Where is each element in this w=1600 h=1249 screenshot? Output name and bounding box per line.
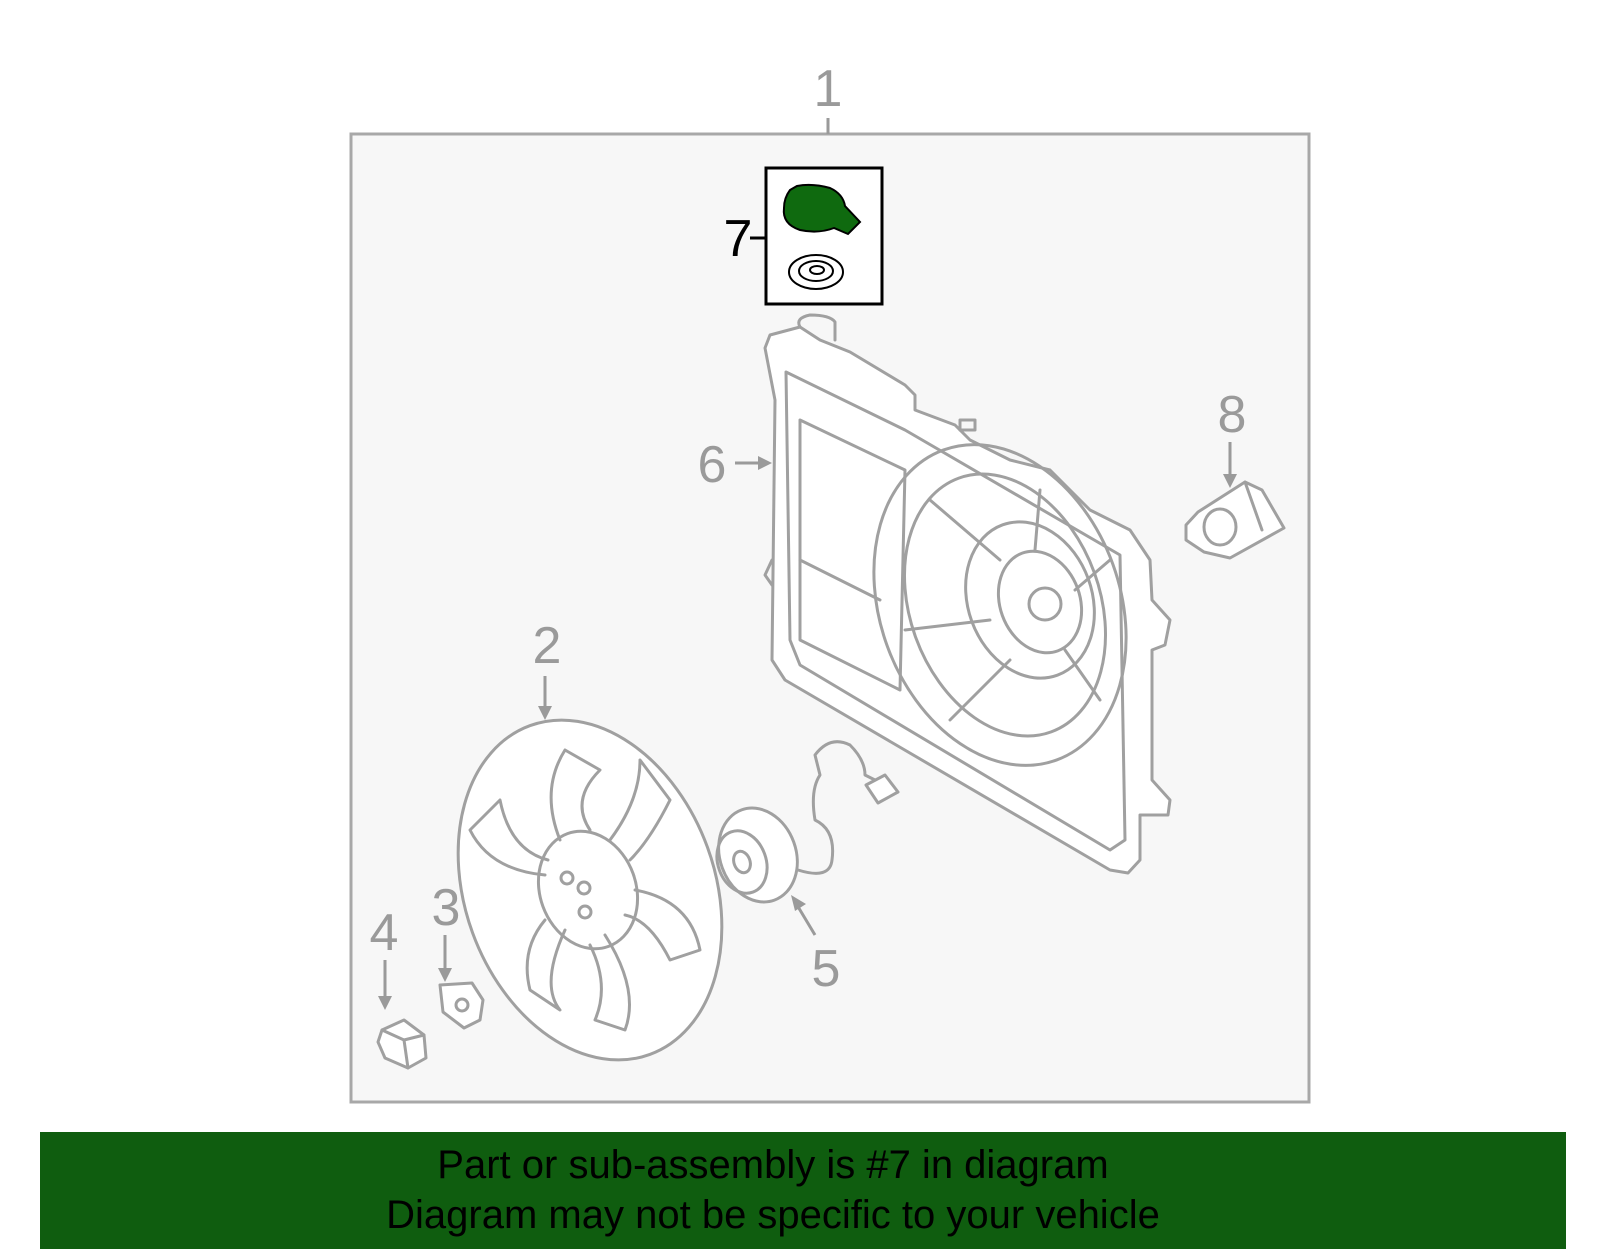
part-7-seal-inner-icon	[798, 260, 834, 282]
motor-face	[715, 829, 769, 895]
part-7-seal-icon	[788, 254, 844, 290]
part-7-group[interactable]: 7	[724, 166, 884, 306]
fan-blades	[468, 748, 702, 1032]
motor-connector	[864, 773, 900, 805]
shroud-ring-outer	[872, 443, 1128, 767]
callout-8[interactable]: 8	[1218, 386, 1247, 444]
callout-3-arrowhead	[438, 968, 452, 982]
fan-hub-hole-3	[577, 904, 593, 920]
shroud-hub-center	[1027, 586, 1063, 622]
callout-6-arrowhead	[758, 456, 772, 470]
part-7-cap-icon	[782, 183, 862, 236]
bracket-rib	[1243, 480, 1264, 532]
clip-body	[438, 981, 485, 1030]
part-8-bracket[interactable]	[1184, 480, 1286, 560]
nut-face	[380, 1028, 426, 1070]
callout-5[interactable]: 5	[812, 940, 841, 998]
motor-wire	[796, 740, 887, 875]
part-2-fan-blade[interactable]	[413, 683, 768, 1097]
clip-hole	[454, 997, 470, 1013]
callout-5-arrow	[795, 904, 817, 936]
bracket-hole	[1202, 507, 1238, 547]
shroud-left-clip	[763, 558, 774, 587]
callout-2-arrowhead	[538, 706, 552, 720]
callout-8-arrowhead	[1223, 474, 1237, 488]
callout-3[interactable]: 3	[432, 879, 461, 937]
callout-1[interactable]: 1	[814, 60, 843, 118]
callout-2[interactable]: 2	[533, 617, 562, 675]
banner-line-1: Part or sub-assembly is #7 in diagram	[437, 1143, 1109, 1187]
motor-shaft	[732, 849, 752, 875]
fan-hub-hole-2	[576, 880, 592, 896]
part-7-seal-core-icon	[809, 265, 825, 275]
callout-4-arrowhead	[378, 996, 392, 1010]
callout-7[interactable]: 7	[724, 210, 753, 268]
shroud-top-tab	[958, 418, 977, 432]
shroud-crossbar	[798, 558, 882, 602]
fan-hub-outer	[536, 829, 640, 951]
part-4-nut[interactable]	[376, 1018, 428, 1070]
banner-line-2: Diagram may not be specific to your vehi…	[386, 1193, 1160, 1237]
fan-hub-hole-1	[559, 870, 575, 886]
callout-5-arrowhead	[791, 895, 806, 911]
callout-6[interactable]: 6	[698, 436, 727, 494]
shroud-left-panel	[798, 418, 907, 692]
part-3-clip[interactable]	[438, 981, 485, 1030]
part-6-fan-shroud[interactable]	[763, 313, 1172, 875]
callout-4[interactable]: 4	[370, 904, 399, 962]
shroud-spokes	[903, 488, 1112, 722]
part-5-motor[interactable]	[706, 740, 900, 913]
shroud-cap-neck	[797, 313, 837, 342]
info-banner: Part or sub-assembly is #7 in diagram Di…	[40, 1132, 1566, 1249]
